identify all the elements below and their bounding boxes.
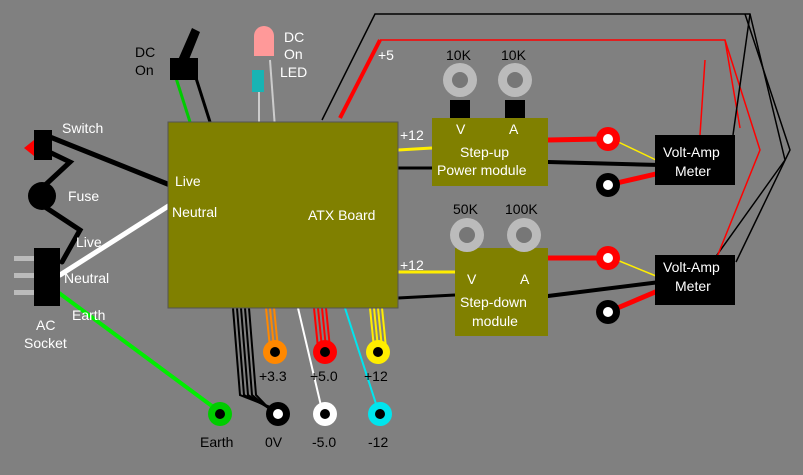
term-m12-label: -12	[368, 434, 388, 450]
terminal-0v[interactable]	[266, 402, 290, 426]
v-down-label: V	[467, 271, 477, 287]
ac-socket-label-line1: AC	[36, 317, 55, 333]
plus12-down-label: +12	[400, 257, 424, 273]
live-label: Live	[76, 234, 102, 250]
ac-wiring	[39, 132, 222, 414]
pot-100k[interactable]	[507, 218, 541, 252]
step-down-label-line2: module	[472, 313, 518, 329]
atx-neutral-label: Neutral	[172, 204, 217, 220]
atx-board	[167, 121, 399, 309]
plus5-wire	[338, 39, 382, 119]
pot-10k-v[interactable]	[443, 63, 477, 118]
term-33-label: +3.3	[259, 368, 287, 384]
dc-on-led	[252, 26, 274, 92]
v-up-label: V	[456, 121, 466, 137]
step-up-label-line2: Power module	[437, 162, 527, 178]
meter-supply-wires	[321, 13, 791, 263]
a-down-label: A	[520, 271, 530, 287]
dc-switch[interactable]	[170, 28, 200, 80]
ac-socket-label-line2: Socket	[24, 335, 67, 351]
meter-top-line1: Volt-Amp	[663, 144, 720, 160]
step-down-label-line1: Step-down	[460, 294, 527, 310]
led-label-line3: LED	[280, 64, 307, 80]
dc-on-label-line1: DC	[135, 44, 155, 60]
terminal-earth[interactable]	[208, 402, 232, 426]
output-wires	[545, 136, 663, 315]
meter-bottom-line2: Meter	[675, 278, 711, 294]
terminal-down-positive[interactable]	[596, 246, 620, 270]
volt-amp-meter-top	[655, 135, 735, 185]
term-0v-label: 0V	[265, 434, 283, 450]
mains-switch-body	[34, 130, 52, 160]
mains-switch[interactable]	[24, 130, 52, 160]
dc-switch-body	[170, 58, 198, 80]
pot-50k-label: 50K	[453, 201, 479, 217]
neutral-label: Neutral	[64, 270, 109, 286]
terminal-down-negative[interactable]	[596, 300, 620, 324]
plus12-up-label: +12	[400, 127, 424, 143]
step-up-module	[432, 118, 548, 186]
dc-on-label-line2: On	[135, 62, 154, 78]
term-earth-label: Earth	[200, 434, 233, 450]
term-12-label: +12	[364, 368, 388, 384]
led-label-line1: DC	[284, 29, 304, 45]
atx-live-label: Live	[175, 173, 201, 189]
gnd-down-wire	[397, 293, 456, 300]
mains-switch-rocker	[24, 140, 34, 156]
led-wire-2	[269, 59, 276, 129]
dc-switch-wire-black	[194, 77, 212, 123]
pot-10k-v-label: 10K	[446, 47, 472, 63]
led-label-line2: On	[284, 46, 303, 62]
dc-switch-wire-green	[174, 77, 192, 123]
terminal-minus50[interactable]	[313, 402, 337, 426]
terminal-plus50[interactable]	[313, 340, 337, 364]
ac-socket	[14, 248, 60, 306]
pot-10k-a[interactable]	[498, 63, 532, 118]
terminal-up-positive[interactable]	[596, 127, 620, 151]
atx-board-label: ATX Board	[308, 207, 375, 223]
output-bundles	[232, 307, 387, 419]
meter-top-line2: Meter	[675, 163, 711, 179]
pot-10k-a-label: 10K	[501, 47, 527, 63]
pot-100k-label: 100K	[505, 201, 538, 217]
plus12-up-wire	[397, 146, 433, 152]
fuse	[28, 182, 56, 210]
volt-amp-meter-bottom	[655, 255, 735, 305]
step-up-label-line1: Step-up	[460, 144, 509, 160]
a-up-label: A	[509, 121, 519, 137]
meter-bottom-line1: Volt-Amp	[663, 259, 720, 275]
earth-wire-label: Earth	[72, 307, 105, 323]
terminal-up-negative[interactable]	[596, 173, 620, 197]
fuse-label: Fuse	[68, 188, 99, 204]
dc-switch-lever	[178, 28, 200, 62]
term-50-label: +5.0	[310, 368, 338, 384]
step-down-module	[455, 248, 548, 336]
terminal-minus12[interactable]	[368, 402, 392, 426]
term-m50-label: -5.0	[312, 434, 336, 450]
pot-50k[interactable]	[450, 218, 484, 252]
plus5-label: +5	[378, 47, 394, 63]
terminal-plus33[interactable]	[263, 340, 287, 364]
switch-label: Switch	[62, 120, 103, 136]
terminal-plus12[interactable]	[366, 340, 390, 364]
